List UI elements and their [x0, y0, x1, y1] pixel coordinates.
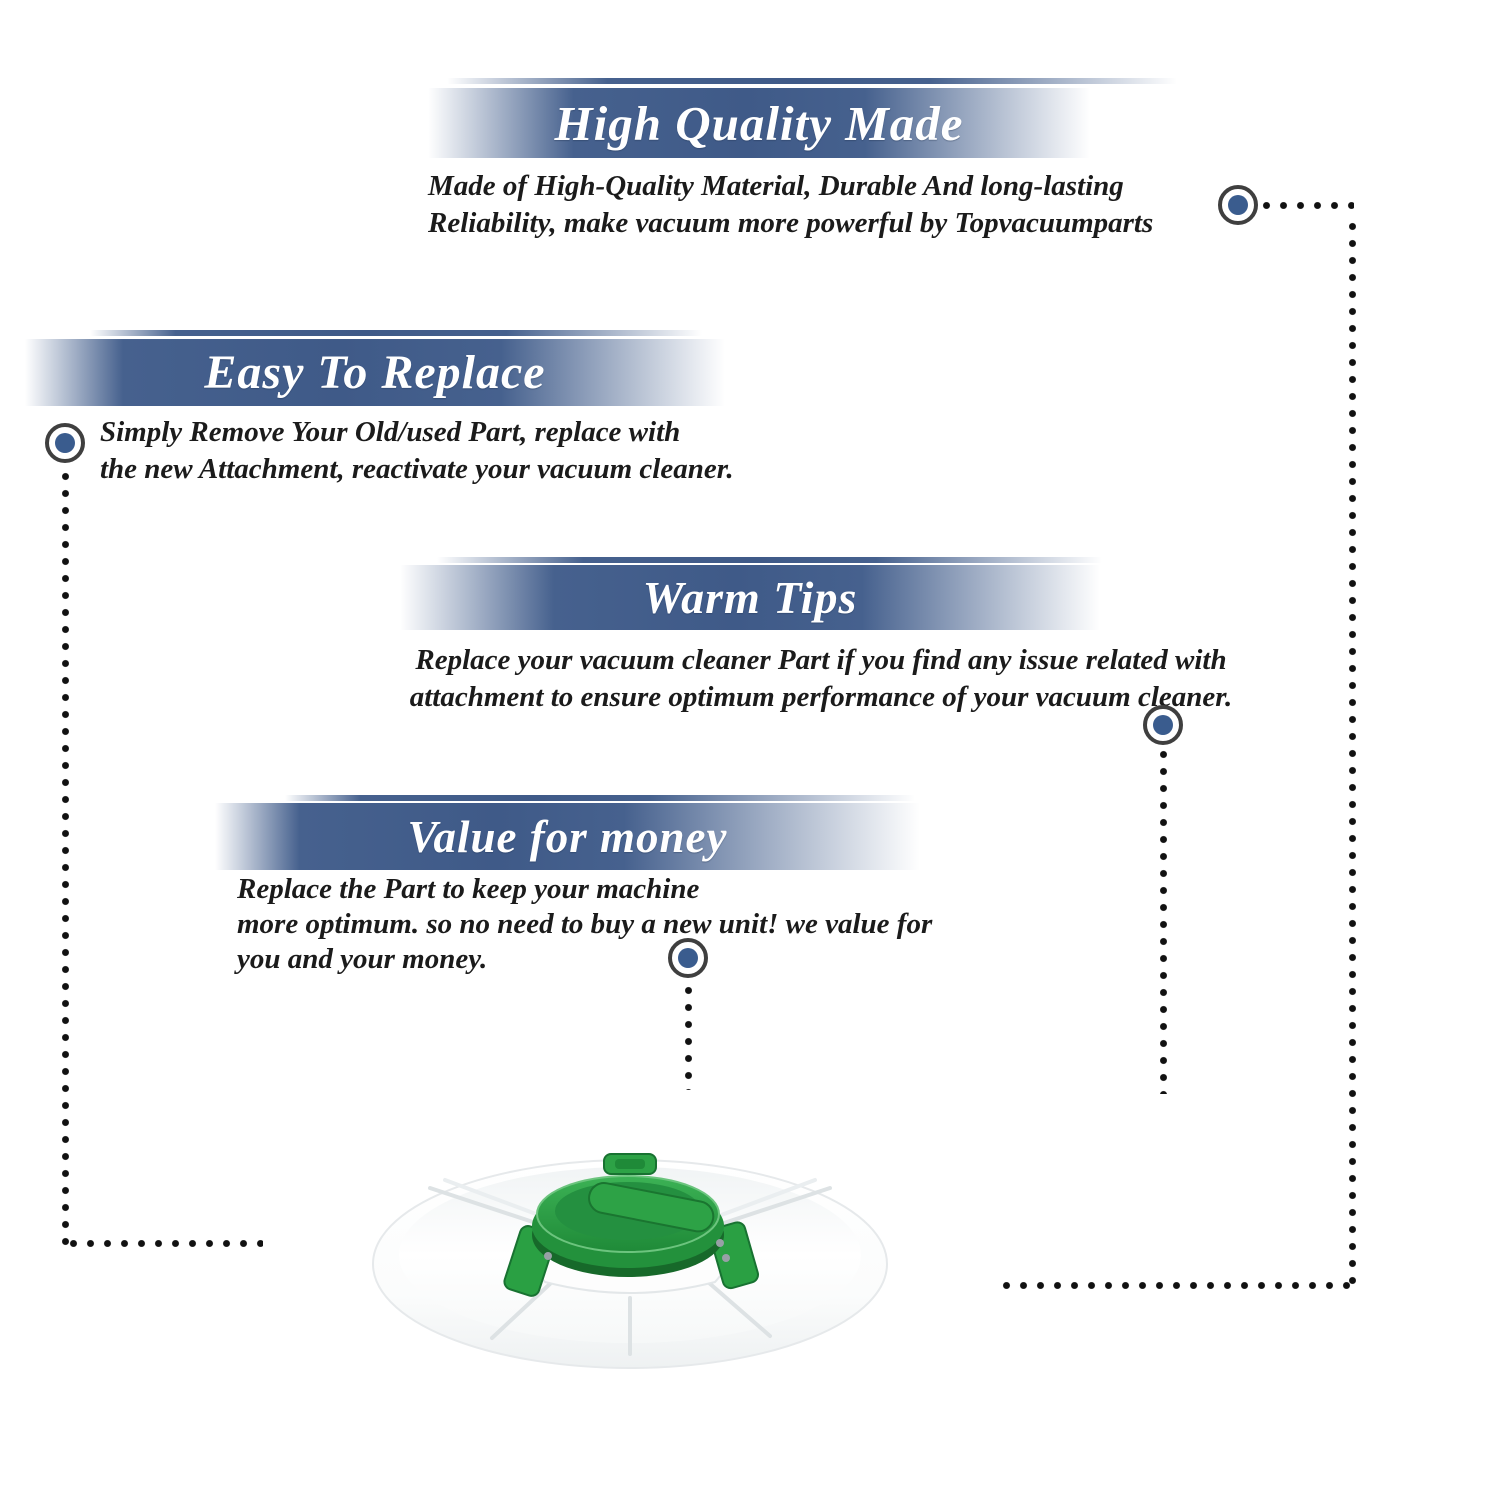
section-title: Easy To Replace [204, 346, 546, 399]
section-title: Warm Tips [642, 572, 858, 623]
body-line: you and your money. [237, 943, 488, 975]
connector-marker-icon [1143, 705, 1183, 745]
section-banner-high-quality: High Quality Made [428, 88, 1090, 158]
ribbon-strip [90, 330, 702, 336]
section-body-value-money: Replace the Part to keep your machine mo… [237, 872, 937, 977]
marker-dot [678, 948, 698, 968]
connector-line-vertical [1160, 746, 1167, 1094]
body-line: more optimum. so no need to buy a new un… [237, 908, 933, 940]
section-banner-easy-replace: Easy To Replace [25, 339, 725, 406]
connector-line-vertical [685, 982, 692, 1090]
connector-line-vertical [62, 468, 69, 1246]
section-body-easy-replace: Simply Remove Your Old/used Part, replac… [100, 414, 800, 488]
body-line: Replace your vacuum cleaner Part if you … [415, 644, 1227, 676]
body-line: Reliability, make vacuum more powerful b… [428, 207, 1154, 239]
section-banner-value-money: Value for money [215, 803, 920, 870]
section-body-warm-tips: Replace your vacuum cleaner Part if you … [395, 642, 1247, 716]
clip-pin [722, 1254, 730, 1262]
connector-line-vertical [1349, 218, 1356, 1290]
lid-top-clip-notch [615, 1159, 645, 1169]
body-line: attachment to ensure optimum performance… [409, 681, 1233, 713]
marker-dot [1153, 715, 1173, 735]
clip-pin [716, 1239, 724, 1247]
green-lid [503, 1153, 759, 1297]
body-line: Made of High-Quality Material, Durable A… [428, 170, 1124, 202]
product-image [372, 1153, 888, 1369]
ribbon-strip [285, 795, 915, 801]
ribbon-strip [447, 78, 1177, 84]
connector-marker-icon [45, 423, 85, 463]
connector-line-horizontal [1258, 202, 1354, 209]
body-line: the new Attachment, reactivate your vacu… [100, 453, 734, 485]
ribbon-strip [437, 557, 1102, 563]
clip-pin [544, 1252, 552, 1260]
section-body-high-quality: Made of High-Quality Material, Durable A… [428, 168, 1208, 242]
connector-marker-icon [668, 938, 708, 978]
section-banner-warm-tips: Warm Tips [400, 565, 1100, 630]
body-line: Simply Remove Your Old/used Part, replac… [100, 416, 681, 448]
section-title: High Quality Made [554, 95, 964, 151]
connector-line-horizontal [998, 1282, 1352, 1289]
body-line: Replace the Part to keep your machine [237, 873, 700, 905]
marker-dot [55, 433, 75, 453]
connector-marker-icon [1218, 185, 1258, 225]
connector-line-horizontal [65, 1240, 263, 1247]
tray-dividers [428, 1178, 832, 1356]
marker-dot [1228, 195, 1248, 215]
lid-handle [588, 1182, 715, 1233]
section-title: Value for money [407, 811, 728, 862]
